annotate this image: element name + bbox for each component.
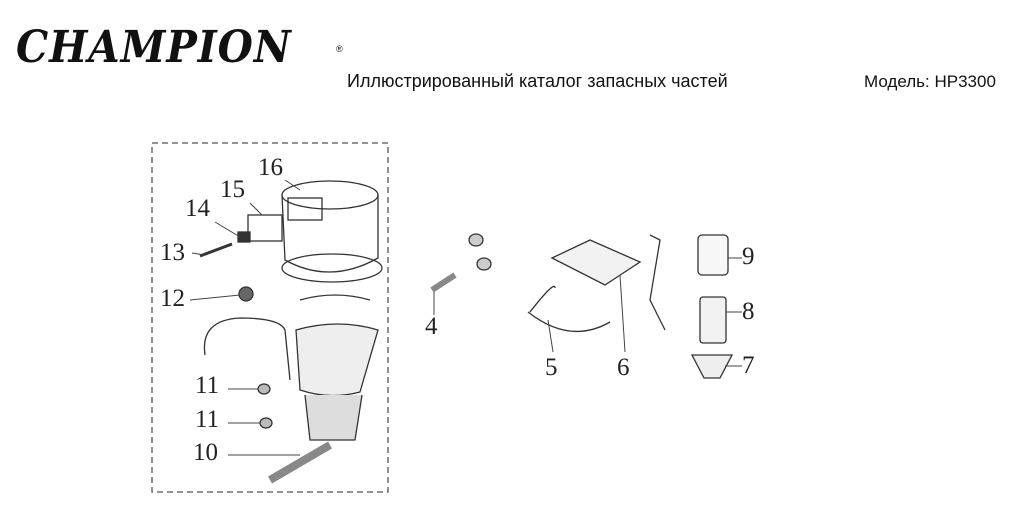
tray-part xyxy=(550,239,642,286)
pin-part xyxy=(199,242,233,258)
leader-lines xyxy=(189,179,742,456)
cap-part xyxy=(468,233,484,247)
hose-part xyxy=(203,317,291,381)
valve-part xyxy=(238,286,254,302)
callout-12: 12 xyxy=(160,285,185,312)
callout-11a: 11 xyxy=(195,372,220,399)
cap-part xyxy=(476,257,492,271)
ring-part xyxy=(257,383,271,395)
model-label: Модель: HP3300 xyxy=(864,72,996,91)
motor-cover-part xyxy=(281,180,383,283)
callout-13: 13 xyxy=(160,239,185,266)
callout-4: 4 xyxy=(425,313,438,340)
motor-body-part xyxy=(295,294,379,441)
switch-small-part xyxy=(237,231,251,243)
tube-part xyxy=(649,234,666,331)
assembly-group-box xyxy=(151,142,389,493)
callout-9: 9 xyxy=(742,243,755,270)
callout-6: 6 xyxy=(617,354,630,381)
callout-14: 14 xyxy=(185,195,210,222)
callout-5: 5 xyxy=(545,354,558,381)
filter-cap-part xyxy=(697,234,729,276)
callout-8: 8 xyxy=(742,298,755,325)
filter-part xyxy=(699,296,727,344)
callout-11b: 11 xyxy=(195,406,220,433)
catalog-title: Иллюстрированный каталог запасных частей xyxy=(347,71,728,91)
bracket-part xyxy=(527,285,611,333)
fitting-part xyxy=(430,272,457,293)
callout-7: 7 xyxy=(742,352,755,379)
ring-part xyxy=(259,417,273,429)
callout-15: 15 xyxy=(220,176,245,203)
callout-16: 16 xyxy=(258,154,283,181)
switch-part xyxy=(247,214,283,242)
callout-10: 10 xyxy=(193,439,218,466)
outlet-part xyxy=(267,441,333,484)
filter-base-part xyxy=(690,354,734,379)
registered-mark: ® xyxy=(336,44,343,54)
brand-logo: CHAMPION xyxy=(16,22,292,73)
